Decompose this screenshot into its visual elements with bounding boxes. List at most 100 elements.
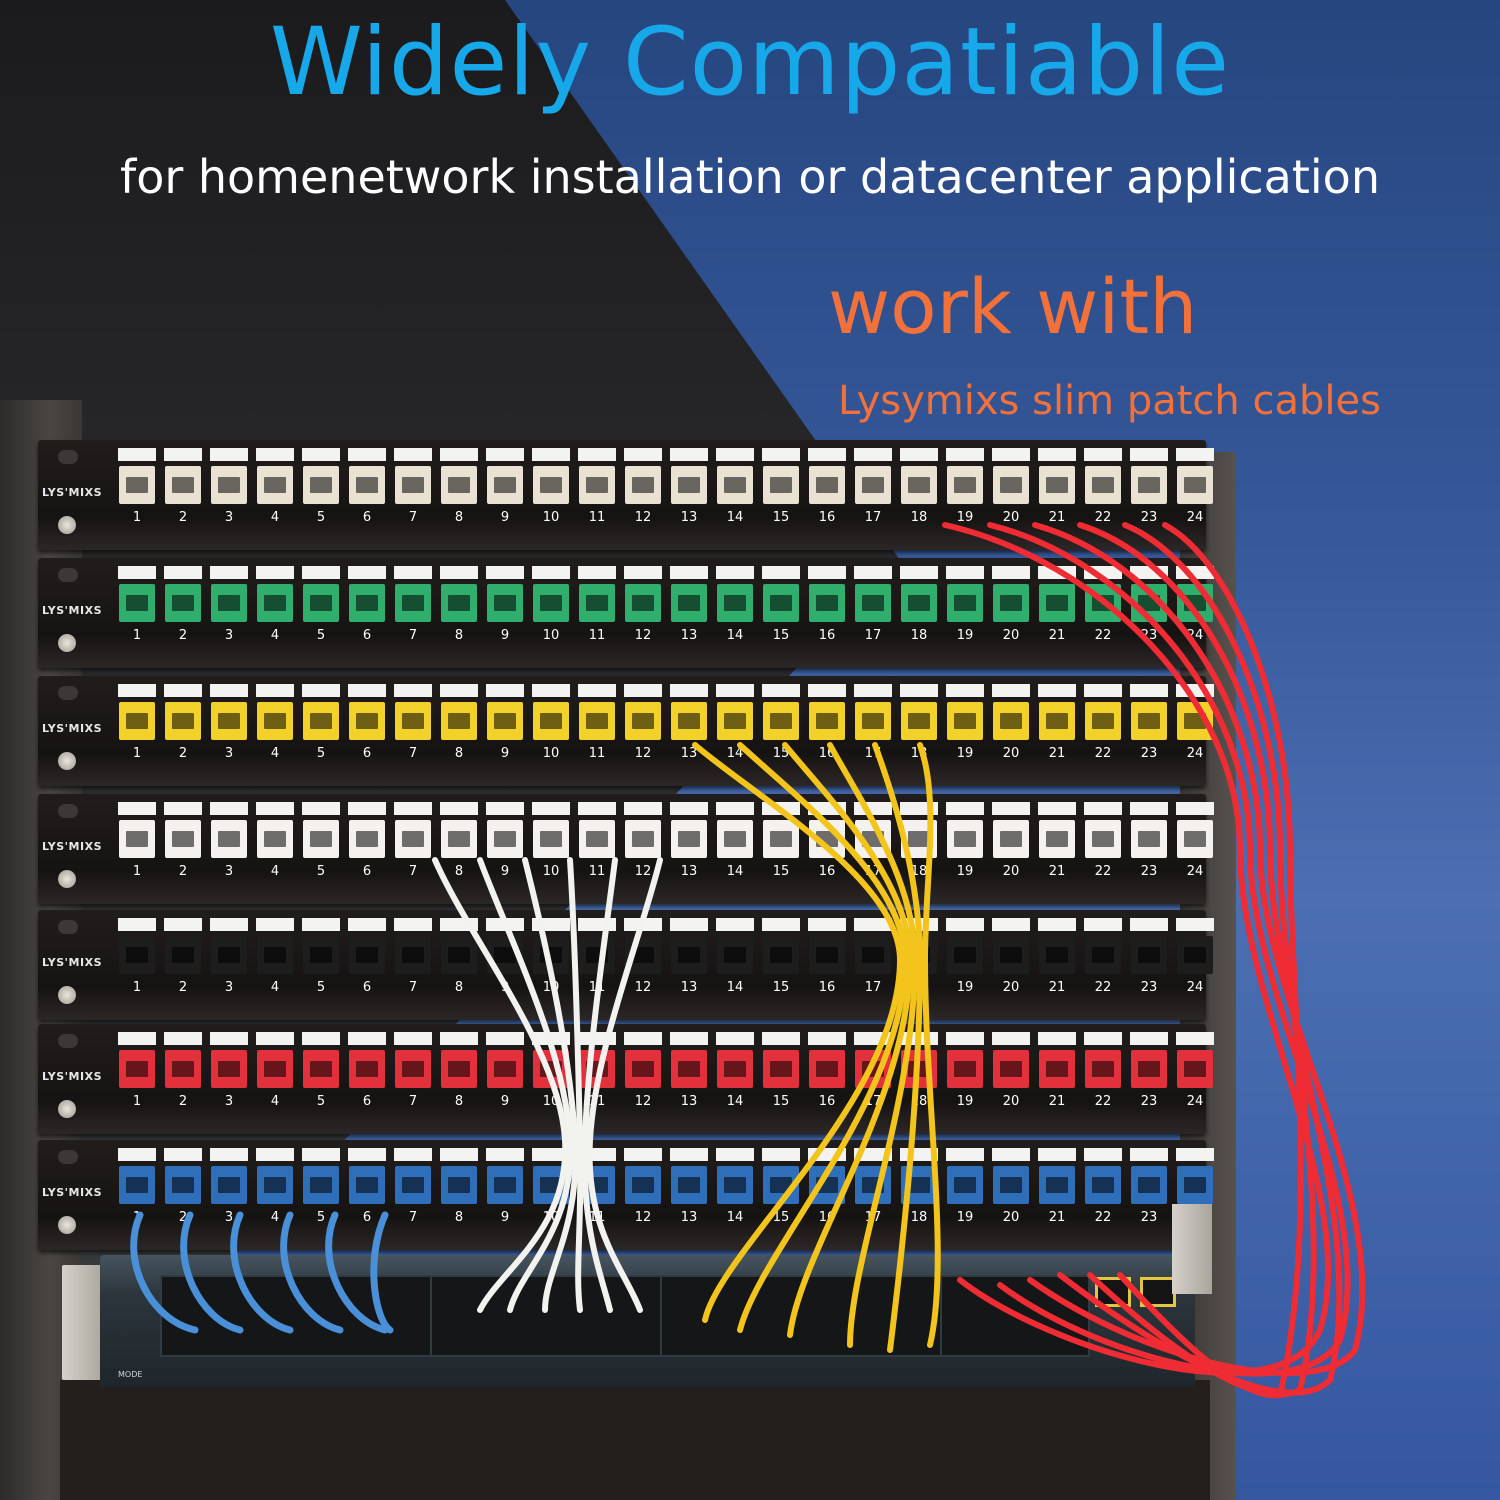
rj45-jack xyxy=(855,702,891,740)
rj45-jack xyxy=(487,820,523,858)
port-number: 24 xyxy=(1186,510,1204,525)
keystone-port: 7 xyxy=(392,1032,434,1109)
keystone-port: 6 xyxy=(346,566,388,643)
rj45-jack xyxy=(349,936,385,974)
rj45-jack xyxy=(947,936,983,974)
keystone-port: 6 xyxy=(346,918,388,995)
keystone-port: 18 xyxy=(898,802,940,879)
rj45-jack xyxy=(533,584,569,622)
port-label-strip xyxy=(946,1148,984,1161)
port-label-strip xyxy=(854,918,892,931)
port-number: 7 xyxy=(408,1210,418,1225)
port-label-strip xyxy=(808,802,846,815)
keystone-port: 6 xyxy=(346,1148,388,1225)
port-number: 13 xyxy=(680,628,698,643)
port-label-strip xyxy=(946,684,984,697)
keystone-port: 18 xyxy=(898,566,940,643)
keystone-port: 13 xyxy=(668,918,710,995)
rj45-jack xyxy=(717,702,753,740)
keystone-port: 20 xyxy=(990,918,1032,995)
rj45-jack xyxy=(1177,584,1213,622)
port-number: 8 xyxy=(454,864,464,879)
port-number: 7 xyxy=(408,1094,418,1109)
port-label-strip xyxy=(118,1032,156,1045)
keystone-port: 2 xyxy=(162,802,204,879)
rj45-jack xyxy=(349,1050,385,1088)
port-label-strip xyxy=(946,802,984,815)
port-label-strip xyxy=(900,918,938,931)
port-number: 12 xyxy=(634,510,652,525)
rj45-jack xyxy=(349,1166,385,1204)
port-label-strip xyxy=(808,1148,846,1161)
keystone-port: 24 xyxy=(1174,802,1216,879)
port-number: 11 xyxy=(588,980,606,995)
rj45-jack xyxy=(441,702,477,740)
port-label-strip xyxy=(578,802,616,815)
port-label-strip xyxy=(1176,684,1214,697)
rj45-jack xyxy=(257,466,293,504)
keystone-port: 4 xyxy=(254,1148,296,1225)
keystone-port: 14 xyxy=(714,1148,756,1225)
keystone-port: 16 xyxy=(806,1032,848,1109)
port-label-strip xyxy=(670,1148,708,1161)
port-number: 3 xyxy=(224,1210,234,1225)
keystone-port: 22 xyxy=(1082,918,1124,995)
keystone-port: 9 xyxy=(484,802,526,879)
keystone-port: 16 xyxy=(806,566,848,643)
port-label-strip xyxy=(762,1032,800,1045)
keystone-port: 2 xyxy=(162,566,204,643)
keystone-port: 17 xyxy=(852,1032,894,1109)
port-label-strip xyxy=(394,1032,432,1045)
port-number: 15 xyxy=(772,628,790,643)
port-number: 7 xyxy=(408,510,418,525)
port-number: 23 xyxy=(1140,1094,1158,1109)
keystone-port: 4 xyxy=(254,448,296,525)
port-number: 14 xyxy=(726,1210,744,1225)
keystone-port: 3 xyxy=(208,448,250,525)
rj45-jack xyxy=(1039,1050,1075,1088)
rj45-jack xyxy=(165,1050,201,1088)
port-label-strip xyxy=(1130,684,1168,697)
keystone-port: 19 xyxy=(944,1148,986,1225)
port-number: 6 xyxy=(362,746,372,761)
rj45-jack xyxy=(211,1166,247,1204)
port-label-strip xyxy=(486,1148,524,1161)
rj45-jack xyxy=(809,702,845,740)
port-label-strip xyxy=(440,566,478,579)
port-number: 5 xyxy=(316,746,326,761)
rj45-jack xyxy=(211,702,247,740)
port-label-strip xyxy=(1130,918,1168,931)
port-label-strip xyxy=(210,566,248,579)
port-number: 1 xyxy=(132,746,142,761)
rj45-jack xyxy=(671,936,707,974)
port-number: 3 xyxy=(224,864,234,879)
rj45-jack xyxy=(119,584,155,622)
keystone-port: 17 xyxy=(852,918,894,995)
port-number: 19 xyxy=(956,746,974,761)
port-label-strip xyxy=(164,802,202,815)
port-label-strip xyxy=(532,1032,570,1045)
rj45-jack xyxy=(1085,584,1121,622)
port-label-strip xyxy=(762,1148,800,1161)
keystone-port: 14 xyxy=(714,448,756,525)
port-label-strip xyxy=(1038,918,1076,931)
port-number: 6 xyxy=(362,628,372,643)
switch-port-bank-1 xyxy=(160,1275,440,1357)
rj45-jack xyxy=(717,1050,753,1088)
rj45-jack xyxy=(947,1050,983,1088)
rj45-jack xyxy=(1039,584,1075,622)
port-label-strip xyxy=(808,684,846,697)
keystone-port: 15 xyxy=(760,802,802,879)
port-label-strip xyxy=(992,684,1030,697)
rj45-jack xyxy=(1039,820,1075,858)
keystone-port: 11 xyxy=(576,566,618,643)
port-label-strip xyxy=(440,918,478,931)
rj45-jack xyxy=(165,820,201,858)
port-label-strip xyxy=(394,918,432,931)
keystone-port: 24 xyxy=(1174,448,1216,525)
port-label-strip xyxy=(256,918,294,931)
keystone-port: 23 xyxy=(1128,1148,1170,1225)
keystone-port: 16 xyxy=(806,802,848,879)
port-label-strip xyxy=(532,448,570,461)
